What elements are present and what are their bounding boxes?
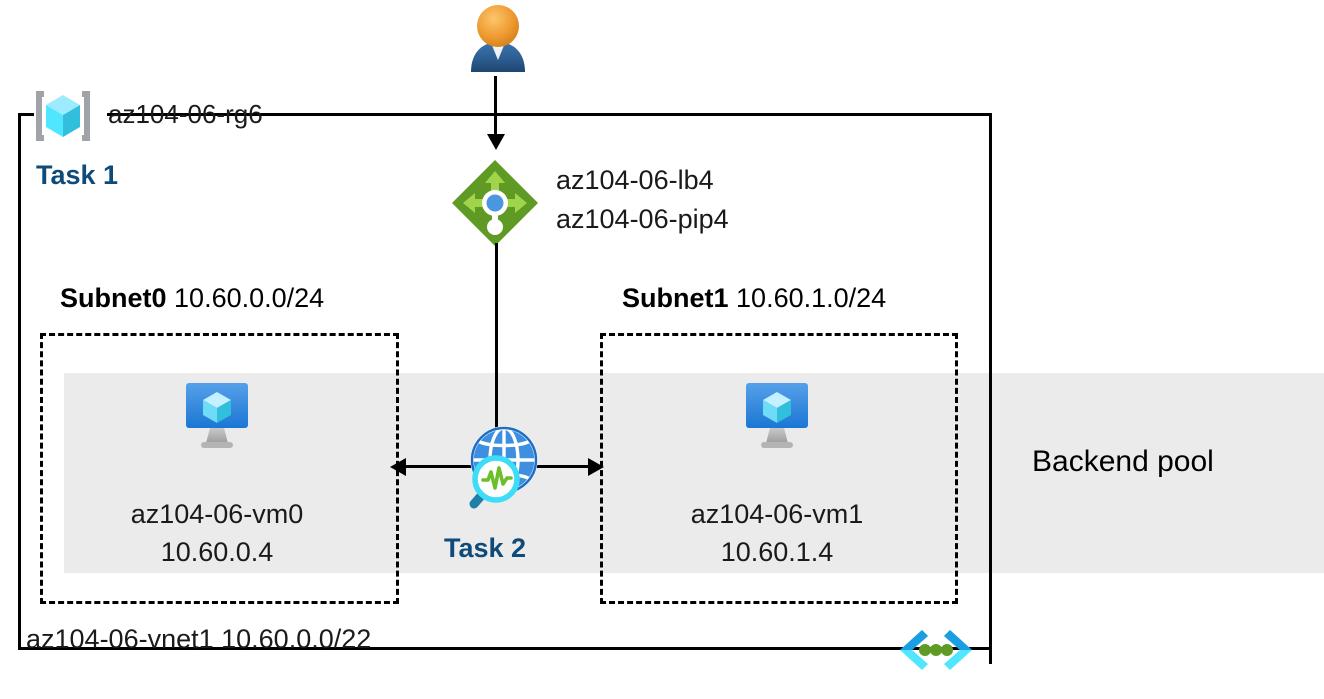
load-balancer-icon [449,157,541,249]
vm1-ip: 10.60.1.4 [720,537,834,567]
virtual-machine-icon-vm0 [180,381,254,453]
resource-group-icon [30,88,96,144]
backend-pool-label: Backend pool [1032,445,1214,478]
vm1-text: az104-06-vm1 10.60.1.4 [617,495,937,571]
vnet-label: az104-06-vnet1 10.60.0.0/22 [26,624,372,654]
resource-group-name-label: az104-06-rg6 [108,99,263,129]
arrowhead-toward-subnet0 [390,458,406,476]
subnet1-label: Subnet1 10.60.1.0/24 [622,283,886,314]
subnet1-name: Subnet1 [622,283,729,313]
task-2-label: Task 2 [444,533,527,563]
public-ip-name: az104-06-pip4 [556,204,729,234]
load-balancer-name: az104-06-lb4 [556,165,714,195]
arrowhead-user-to-load-balancer [487,134,505,150]
network-watcher-icon [452,420,548,520]
resource-group-border-top-left [18,113,34,116]
arrowhead-toward-subnet1 [588,458,604,476]
subnet0-label: Subnet0 10.60.0.0/24 [60,283,324,314]
virtual-network-icon [896,628,976,672]
vm0-text: az104-06-vm0 10.60.0.4 [57,495,377,571]
connector-load-balancer-to-vnet [495,243,498,458]
user-icon [462,2,534,74]
vm1-name: az104-06-vm1 [690,499,864,529]
virtual-machine-icon-vm1 [740,381,814,453]
resource-group-border-top-right [107,113,992,116]
load-balancer-labels: az104-06-lb4 az104-06-pip4 [556,161,729,239]
backend-pool-band [64,373,1324,573]
subnet1-cidr: 10.60.1.0/24 [736,283,887,313]
arrow-user-to-load-balancer [494,76,497,138]
resource-group-border-left [18,113,21,650]
resource-group-border-right [989,113,992,664]
vm0-name: az104-06-vm0 [130,499,304,529]
subnet0-cidr: 10.60.0.0/24 [174,283,325,313]
task-1-label: Task 1 [36,160,119,190]
subnet0-name: Subnet0 [60,283,167,313]
vm0-ip: 10.60.0.4 [160,537,274,567]
resource-group-border-bottom [18,647,992,650]
